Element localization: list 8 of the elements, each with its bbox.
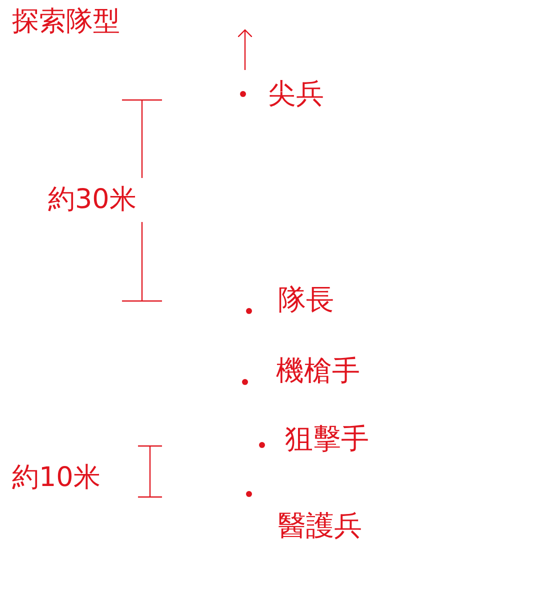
- position-label: 醫護兵: [278, 512, 362, 540]
- position-label: 尖兵: [268, 80, 324, 108]
- position-label: 隊長: [278, 286, 334, 314]
- position-label: 機槍手: [276, 357, 360, 385]
- distance-label: 約30米: [48, 186, 136, 213]
- title: 探索隊型: [12, 8, 120, 35]
- distance-label: 約10米: [12, 464, 100, 491]
- position-label: 狙擊手: [285, 425, 369, 453]
